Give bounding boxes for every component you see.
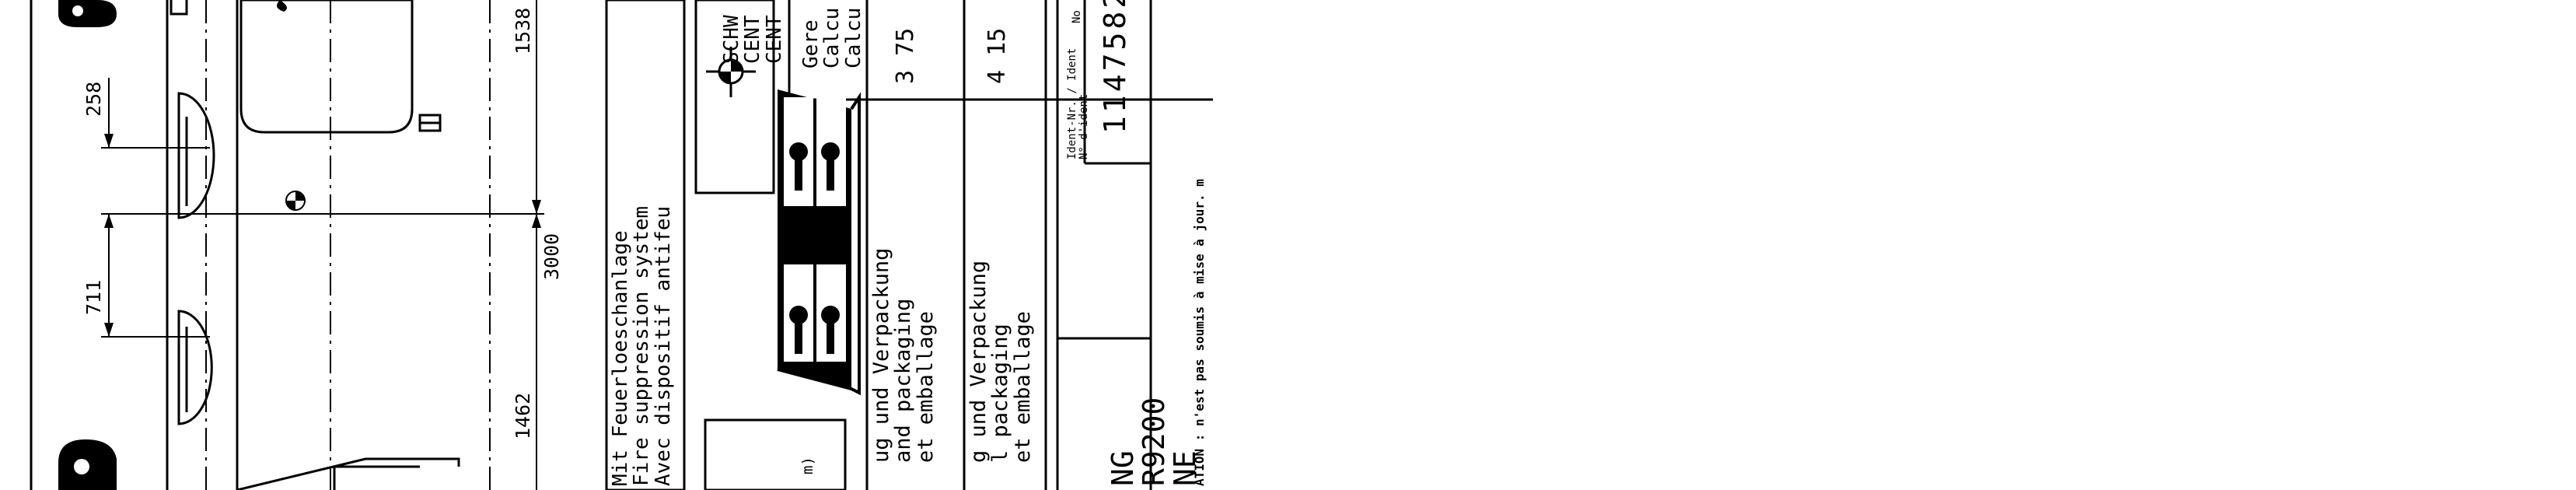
packaging-row-1-text: ug und Verpackung and packaging et embal… bbox=[869, 247, 938, 463]
packaging-row-1-line-2: and packaging bbox=[891, 298, 916, 463]
arrow-711-end bbox=[104, 323, 114, 337]
no-label: No bbox=[1071, 10, 1083, 23]
door-panel bbox=[239, 0, 414, 134]
packaging-row-2-line-2: l packaging bbox=[988, 324, 1013, 463]
upper-contour bbox=[170, 0, 188, 16]
packaging-row-2-text: g und Verpackung l packaging et emballag… bbox=[966, 260, 1035, 463]
ident-label-line-1: Ident-Nr. / Ident bbox=[1066, 47, 1078, 159]
dim-label-1462: 1462 bbox=[512, 392, 534, 439]
fire-note-line-1: Mit Feuerloeschanlage bbox=[609, 230, 632, 486]
crosshair-icon bbox=[706, 47, 756, 97]
fire-note-line-2: Fire suppression system bbox=[630, 205, 654, 486]
center-box-line-1: SCHW bbox=[720, 15, 743, 64]
lifting-lug-top bbox=[177, 92, 215, 219]
packaging-row-1-line-3: et emballage bbox=[913, 310, 938, 463]
fire-note-text: Mit Feuerloeschanlage Fire suppression s… bbox=[609, 205, 675, 486]
center-box-line-2: CENT bbox=[741, 15, 765, 64]
calc-box-line-1: Gere bbox=[799, 19, 823, 68]
lower-contour bbox=[236, 457, 460, 490]
center-box-line-3: CENT bbox=[762, 15, 786, 64]
dim-label-711: 711 bbox=[82, 279, 105, 315]
dim-label-258: 258 bbox=[82, 81, 105, 117]
calc-box-text: Gere Calcu Calcu bbox=[799, 7, 865, 68]
calc-box-line-3: Calcu bbox=[841, 7, 865, 68]
dim-label-3000: 3000 bbox=[540, 233, 563, 280]
lifting-lug-bottom bbox=[177, 310, 213, 425]
center-box-text: SCHW CENT CENT bbox=[720, 15, 786, 64]
unit-box-frame bbox=[704, 418, 847, 490]
ident-label: Ident-Nr. / Ident N° d'ident bbox=[1066, 47, 1090, 159]
lifting-hook-icon-top bbox=[58, 0, 117, 27]
center-box-frame bbox=[694, 0, 775, 194]
calc-box-line-2: Calcu bbox=[820, 7, 844, 68]
packaging-row-1-line-1: ug und Verpackung bbox=[869, 247, 893, 463]
center-of-gravity-icon bbox=[285, 191, 306, 211]
packaging-row-1-value: 3 75 bbox=[892, 27, 919, 84]
lower-contour-2 bbox=[333, 465, 420, 490]
unit-note: m) bbox=[799, 457, 816, 474]
lifting-hook-icon-bottom bbox=[58, 439, 117, 490]
arrow-1538-end bbox=[532, 200, 541, 214]
operating-manual-icon bbox=[777, 89, 861, 396]
dim-label-1538: 1538 bbox=[512, 7, 534, 54]
footer-note: ATION : n'est pas soumis à mise à jour. … bbox=[1192, 179, 1207, 486]
panel-emblem-icon bbox=[277, 0, 287, 12]
arrow-711-start bbox=[104, 214, 114, 228]
packaging-row-2-line-3: et emballage bbox=[1010, 310, 1035, 463]
packaging-row-2-line-1: g und Verpackung bbox=[966, 260, 991, 463]
arrow-1462-start bbox=[532, 214, 541, 228]
drawing-title-line-2: R9200 bbox=[1136, 397, 1171, 486]
fire-note-line-3: Avec dispositif antifeu bbox=[651, 205, 675, 486]
arrow-258-end bbox=[104, 134, 114, 148]
fire-note-frame bbox=[605, 0, 686, 490]
ident-label-line-2: N° d'ident bbox=[1077, 93, 1090, 159]
packaging-row-2-value: 4 15 bbox=[984, 27, 1011, 84]
drawing-title: NG R9200 NE bbox=[1106, 397, 1202, 486]
drawing-title-line-1: NG bbox=[1106, 450, 1140, 486]
ident-number: 11475821 bbox=[1098, 0, 1132, 134]
